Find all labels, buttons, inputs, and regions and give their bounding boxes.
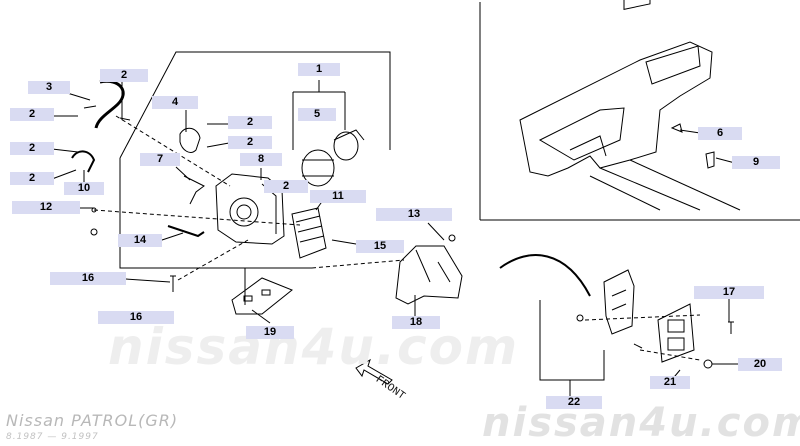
- callout-part-11[interactable]: 11: [310, 190, 366, 203]
- callout-part-14[interactable]: 14: [118, 234, 162, 247]
- callout-part-18[interactable]: 18: [392, 316, 440, 329]
- callout-part-9[interactable]: 9: [732, 156, 780, 169]
- production-range: 8.1987 — 9.1997: [6, 432, 99, 442]
- callout-part-2[interactable]: 2: [228, 116, 272, 129]
- callout-part-3[interactable]: 3: [28, 81, 70, 94]
- callout-part-2[interactable]: 2: [264, 180, 308, 193]
- callout-part-4[interactable]: 4: [152, 96, 198, 109]
- callout-part-12[interactable]: 12: [12, 201, 80, 214]
- callout-part-6[interactable]: 6: [698, 127, 742, 140]
- callout-part-2[interactable]: 2: [10, 108, 54, 121]
- callout-part-22[interactable]: 22: [546, 396, 602, 409]
- callout-part-2[interactable]: 2: [10, 142, 54, 155]
- callout-part-2[interactable]: 2: [228, 136, 272, 149]
- callout-part-16[interactable]: 16: [50, 272, 126, 285]
- callout-part-20[interactable]: 20: [738, 358, 782, 371]
- model-title: Nissan PATROL(GR): [6, 411, 179, 430]
- watermark-corner: nissan4u.com: [482, 400, 800, 446]
- callout-part-21[interactable]: 21: [650, 376, 690, 389]
- callout-part-15[interactable]: 15: [356, 240, 404, 253]
- callout-part-10[interactable]: 10: [64, 182, 104, 195]
- callout-part-17[interactable]: 17: [694, 286, 764, 299]
- front-arrow-icon: [355, 358, 393, 385]
- dashboard-outline: [519, 41, 713, 177]
- assembly-frame: [119, 51, 391, 159]
- callout-part-8[interactable]: 8: [240, 153, 282, 166]
- callout-part-13[interactable]: 13: [376, 208, 452, 221]
- callout-part-7[interactable]: 7: [140, 153, 180, 166]
- callout-part-2[interactable]: 2: [10, 172, 54, 185]
- callout-part-19[interactable]: 19: [246, 326, 294, 339]
- callout-part-2[interactable]: 2: [100, 69, 148, 82]
- callout-part-1[interactable]: 1: [298, 63, 340, 76]
- callout-part-5[interactable]: 5: [298, 108, 336, 121]
- callout-part-16[interactable]: 16: [98, 311, 174, 324]
- watermark-center: nissan4u.com: [108, 318, 520, 376]
- switch-panel: [657, 303, 695, 363]
